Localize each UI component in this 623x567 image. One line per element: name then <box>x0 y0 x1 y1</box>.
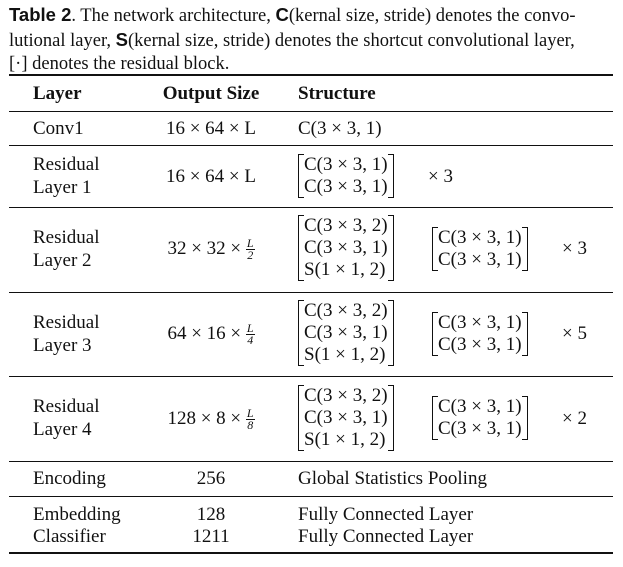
res1-block: C(3 × 3, 1) C(3 × 3, 1) <box>298 154 394 198</box>
embedding-output: 128 <box>196 504 226 525</box>
caption-label: Table 2 <box>9 4 72 25</box>
res2-layer-line2: Layer 2 <box>33 250 92 271</box>
res1-repeat: × 3 <box>428 166 453 187</box>
res4-layer-line1: Residual <box>33 396 100 417</box>
table-caption: Table 2. The network architecture, C(ker… <box>9 4 576 74</box>
res4-layer-line2: Layer 4 <box>33 419 92 440</box>
res3-block-a: C(3 × 3, 2)C(3 × 3, 1)S(1 × 1, 2) <box>298 300 394 366</box>
res2-block-b: C(3 × 3, 1)C(3 × 3, 1) <box>432 227 528 271</box>
res3-repeat: × 5 <box>562 323 587 344</box>
res1-layer-line1: Residual <box>33 154 100 175</box>
header-structure: Structure <box>298 83 376 104</box>
bottom-rule <box>9 552 613 554</box>
embedding-layer: Embedding <box>33 504 121 525</box>
header-layer: Layer <box>33 83 82 104</box>
res4-block-b: C(3 × 3, 1)C(3 × 3, 1) <box>432 396 528 440</box>
top-rule <box>9 74 613 76</box>
row-rule <box>9 376 613 377</box>
row-rule <box>9 496 613 497</box>
row-rule <box>9 292 613 293</box>
res1-layer-line2: Layer 1 <box>33 177 92 198</box>
row-rule <box>9 461 613 462</box>
conv1-layer: Conv1 <box>33 118 84 139</box>
encoding-structure: Global Statistics Pooling <box>298 468 487 489</box>
res2-repeat: × 3 <box>562 238 587 259</box>
row-rule <box>9 207 613 208</box>
header-rule <box>9 111 613 112</box>
res4-repeat: × 2 <box>562 408 587 429</box>
res3-layer-line2: Layer 3 <box>33 335 92 356</box>
encoding-output: 256 <box>196 468 226 489</box>
conv1-structure: C(3 × 3, 1) <box>298 118 382 139</box>
res1-output: 16 × 64 × L <box>165 166 257 187</box>
classifier-output: 1211 <box>192 526 230 547</box>
encoding-layer: Encoding <box>33 468 106 489</box>
res2-layer-line1: Residual <box>33 227 100 248</box>
row-rule <box>9 145 613 146</box>
classifier-layer: Classifier <box>33 526 106 547</box>
res4-block-a: C(3 × 3, 2)C(3 × 3, 1)S(1 × 1, 2) <box>298 385 394 451</box>
embedding-structure: Fully Connected Layer <box>298 504 474 525</box>
res3-block-b: C(3 × 3, 1)C(3 × 3, 1) <box>432 312 528 356</box>
res2-block-a: C(3 × 3, 2)C(3 × 3, 1)S(1 × 1, 2) <box>298 215 394 281</box>
classifier-structure: Fully Connected Layer <box>298 526 474 547</box>
conv1-output: 16 × 64 × L <box>165 118 257 139</box>
header-output-size: Output Size <box>162 83 260 104</box>
res3-layer-line1: Residual <box>33 312 100 333</box>
